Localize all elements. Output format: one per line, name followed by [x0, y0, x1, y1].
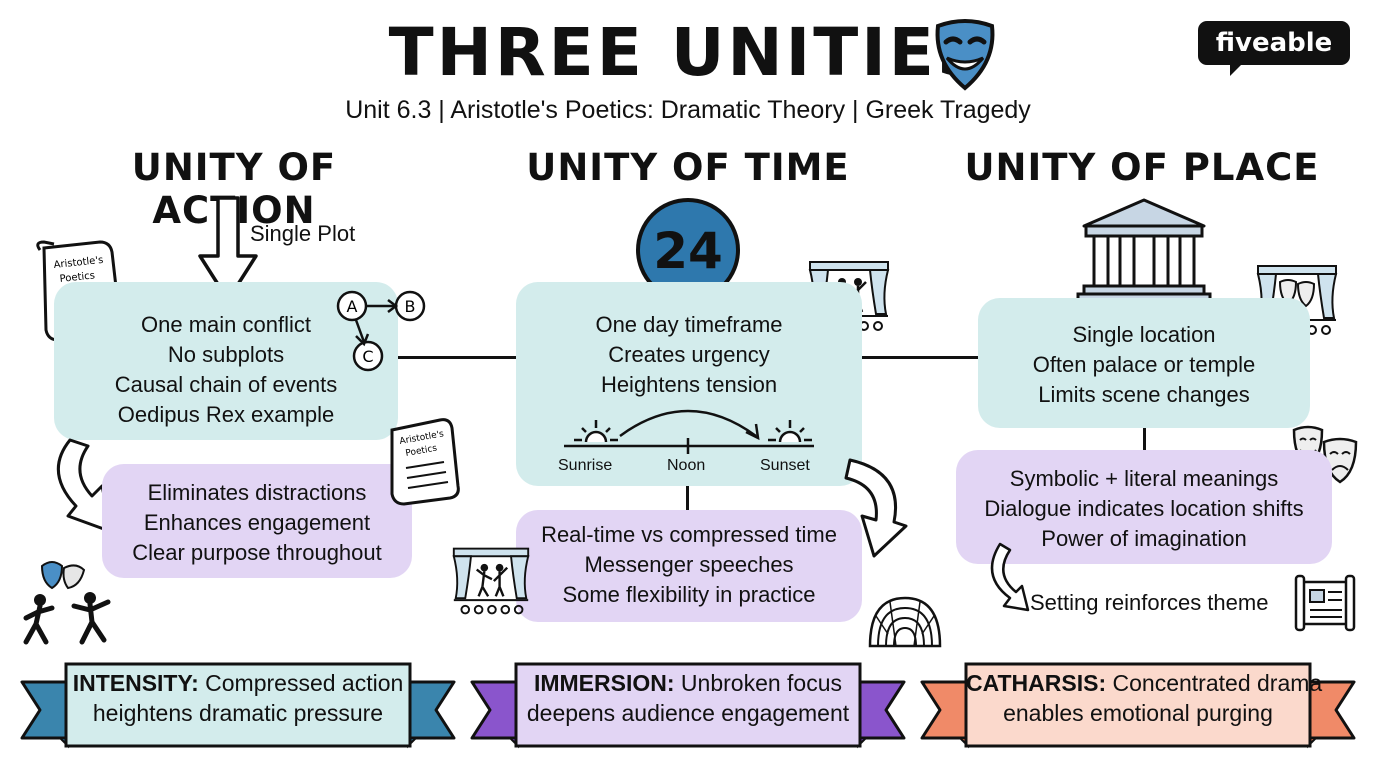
action-point-2: No subplots [167, 342, 285, 367]
banner-catharsis [920, 662, 1356, 749]
timeline-sunrise: Sunrise [558, 457, 613, 474]
banner-intensity [20, 662, 456, 749]
scroll-text-line2: Poetics [59, 270, 95, 285]
24-hour-badge: 24 [636, 198, 740, 302]
theater-stage-icon [452, 547, 530, 615]
setting-reinforces-theme-label: Setting reinforces theme [1030, 590, 1269, 615]
connector-time-place [860, 356, 980, 359]
curved-arrow-icon [990, 542, 1030, 612]
sun-icon [768, 420, 812, 443]
node-c-label: C [362, 347, 373, 366]
page-subtitle: Unit 6.3 | Aristotle's Poetics: Dramatic… [345, 96, 1031, 124]
page-title: THREE UNITIES [388, 14, 988, 91]
time-effect-3: Some flexibility in practice [562, 582, 816, 607]
action-effect-3: Clear purpose throughout [132, 540, 382, 565]
time-point-2: Creates urgency [608, 342, 770, 367]
banner-catharsis-line2: enables emotional purging [1003, 700, 1273, 726]
heading-unity-of-time: UNITY OF TIME [526, 146, 850, 189]
timeline-sunset: Sunset [760, 457, 810, 474]
scroll-icon [1294, 574, 1356, 632]
time-effect-1: Real-time vs compressed time [541, 522, 837, 547]
node-b-label: B [405, 297, 416, 316]
banner-immersion [470, 662, 906, 749]
sun-icon [574, 420, 618, 443]
scroll-icon: Aristotle's Poetics [390, 418, 460, 506]
day-timeline [564, 409, 814, 454]
badge-number: 24 [653, 222, 723, 280]
single-plot-label: Single Plot [250, 221, 356, 246]
scroll-text-line1: Aristotle's [53, 255, 104, 271]
time-effect-2: Messenger speeches [584, 552, 794, 577]
action-point-1: One main conflict [141, 312, 311, 337]
place-main-box: Single location Often palace or temple L… [978, 298, 1310, 428]
place-effect-3: Power of imagination [1041, 526, 1247, 551]
temple-icon [1076, 198, 1212, 304]
banner-immersion-line1: Unbroken focus [674, 670, 843, 696]
logo-tail [1230, 62, 1244, 76]
place-point-1: Single location [1072, 322, 1216, 347]
time-point-1: One day timeframe [595, 312, 783, 337]
down-arrow-icon [198, 196, 258, 302]
action-point-4: Oedipus Rex example [117, 402, 335, 427]
banner-catharsis-line1: Concentrated drama [1106, 670, 1323, 696]
banner-catharsis-text: CATHARSIS: Concentrated drama enables em… [966, 668, 1322, 728]
theater-mask-icon [935, 19, 995, 91]
place-point-2: Often palace or temple [1032, 352, 1256, 377]
connector-time-vertical [686, 486, 689, 510]
connector-place-vertical [1143, 428, 1146, 450]
connector-action-time [398, 356, 520, 359]
banner-intensity-text: INTENSITY: Compressed action heightens d… [66, 668, 410, 728]
place-effect-1: Symbolic + literal meanings [1009, 466, 1279, 491]
timeline-noon: Noon [667, 457, 706, 474]
place-effect-2: Dialogue indicates location shifts [984, 496, 1304, 521]
node-a-label: A [347, 297, 358, 316]
action-point-3: Causal chain of events [114, 372, 338, 397]
place-effects-box: Symbolic + literal meanings Dialogue ind… [956, 450, 1332, 564]
banner-intensity-line1: Compressed action [198, 670, 404, 696]
banner-immersion-text: IMMERSION: Unbroken focus deepens audien… [516, 668, 860, 728]
banner-immersion-line2: deepens audience engagement [526, 700, 850, 726]
banner-intensity-line2: heightens dramatic pressure [92, 700, 384, 726]
action-effect-1: Eliminates distractions [147, 480, 367, 505]
causal-chain-diagram: A B C [336, 290, 426, 372]
place-point-3: Limits scene changes [1038, 382, 1250, 407]
amphitheater-icon [868, 596, 942, 648]
time-effects-box: Real-time vs compressed time Messenger s… [516, 510, 862, 622]
action-effects-box: Eliminates distractions Enhances engagem… [102, 464, 412, 578]
banner-immersion-label: IMMERSION: [533, 670, 675, 696]
curved-arrow-icon [844, 458, 908, 558]
time-point-3: Heightens tension [600, 372, 778, 397]
banner-catharsis-label: CATHARSIS: [966, 670, 1107, 696]
time-main-box: One day timeframe Creates urgency Height… [516, 282, 862, 486]
heading-unity-of-place: UNITY OF PLACE [964, 146, 1320, 189]
action-effect-2: Enhances engagement [143, 510, 371, 535]
banner-intensity-label: INTENSITY: [72, 670, 199, 696]
fiveable-logo[interactable]: fiveable [1198, 21, 1350, 65]
dancing-figures-icon [23, 561, 111, 645]
